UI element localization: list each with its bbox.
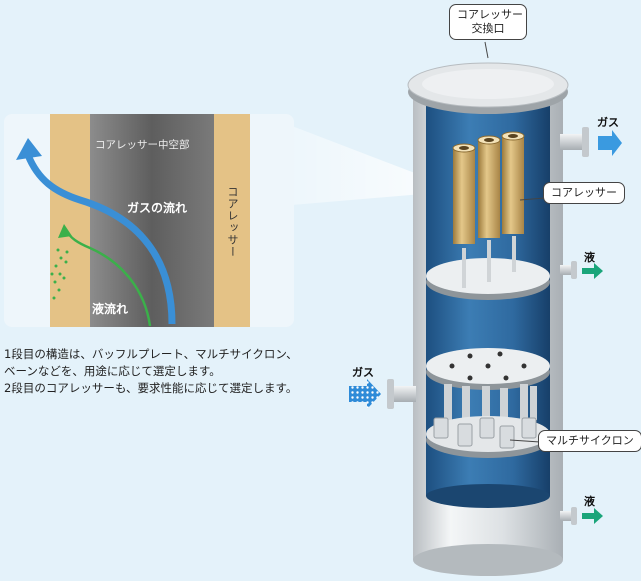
exchange-callout-line1: コアレッサー [457, 8, 523, 21]
cyclone-bodies [433, 417, 537, 449]
coalescer-elements [452, 131, 525, 244]
drain-pipe [462, 248, 466, 288]
liquid-flow-arrow [64, 229, 152, 327]
liquid-mid-arrow [582, 263, 603, 279]
gas-flow-arrow [24, 153, 176, 325]
liquid-bottom-arrow [582, 508, 603, 524]
liquid-mid-label: 液 [584, 251, 595, 264]
cyclone-callout-pointer [509, 439, 541, 443]
description-line-2: ベーンなどを、用途に応じて選定します。 [4, 364, 221, 378]
exchange-callout-pointer [484, 41, 489, 59]
inset-hollow [90, 114, 214, 327]
cyclone-tubes [444, 384, 537, 430]
liquid-flow-arrowhead [58, 224, 72, 238]
drain-pipe [487, 240, 491, 282]
gas-out-label: ガス [597, 116, 619, 129]
multicyclone-callout: マルチサイクロン [538, 430, 641, 452]
inset-hollow-label: コアレッサー中空部 [95, 139, 190, 151]
gas-flow-arrowhead [16, 138, 42, 160]
lid-top [422, 69, 554, 99]
coalescer-callout: コアレッサー [543, 182, 625, 204]
inset-coalescer-left [50, 114, 90, 327]
vessel-bottom-rim [413, 544, 563, 576]
exchange-callout-line2: 交換口 [471, 22, 505, 35]
inset-coalescer-right [214, 114, 250, 327]
description-line-1: 1段目の構造は、バッフルプレート、マルチサイクロン、 [4, 347, 298, 361]
liquid-bottom-nozzle [560, 507, 577, 525]
inset-gas-flow-label: ガスの流れ [127, 201, 188, 215]
gas-out-arrow [598, 130, 622, 156]
gas-inlet-nozzle [387, 379, 416, 409]
exchange-port-callout: コアレッサー 交換口 [449, 4, 527, 40]
vessel-interior-bottom [426, 484, 550, 508]
gas-outlet-nozzle [560, 127, 589, 157]
liquid-mid-nozzle [560, 261, 577, 279]
drain-pipe [512, 236, 516, 272]
liquid-droplets [50, 248, 69, 300]
inset-coalescer-vertical-label: コアレッサー [226, 186, 239, 258]
gas-in-arrow [349, 379, 381, 409]
coalescer-callout-pointer [519, 197, 546, 201]
description-line-3: 2段目のコアレッサーも、要求性能に応じて選定します。 [4, 381, 298, 395]
cyclone-outlets [449, 351, 527, 381]
liquid-bottom-label: 液 [584, 495, 595, 508]
inset-liquid-flow-label: 液流れ [92, 302, 129, 316]
description: 1段目の構造は、バッフルプレート、マルチサイクロン、 ベーンなどを、用途に応じて… [4, 346, 304, 397]
gas-in-label: ガス [352, 366, 374, 379]
